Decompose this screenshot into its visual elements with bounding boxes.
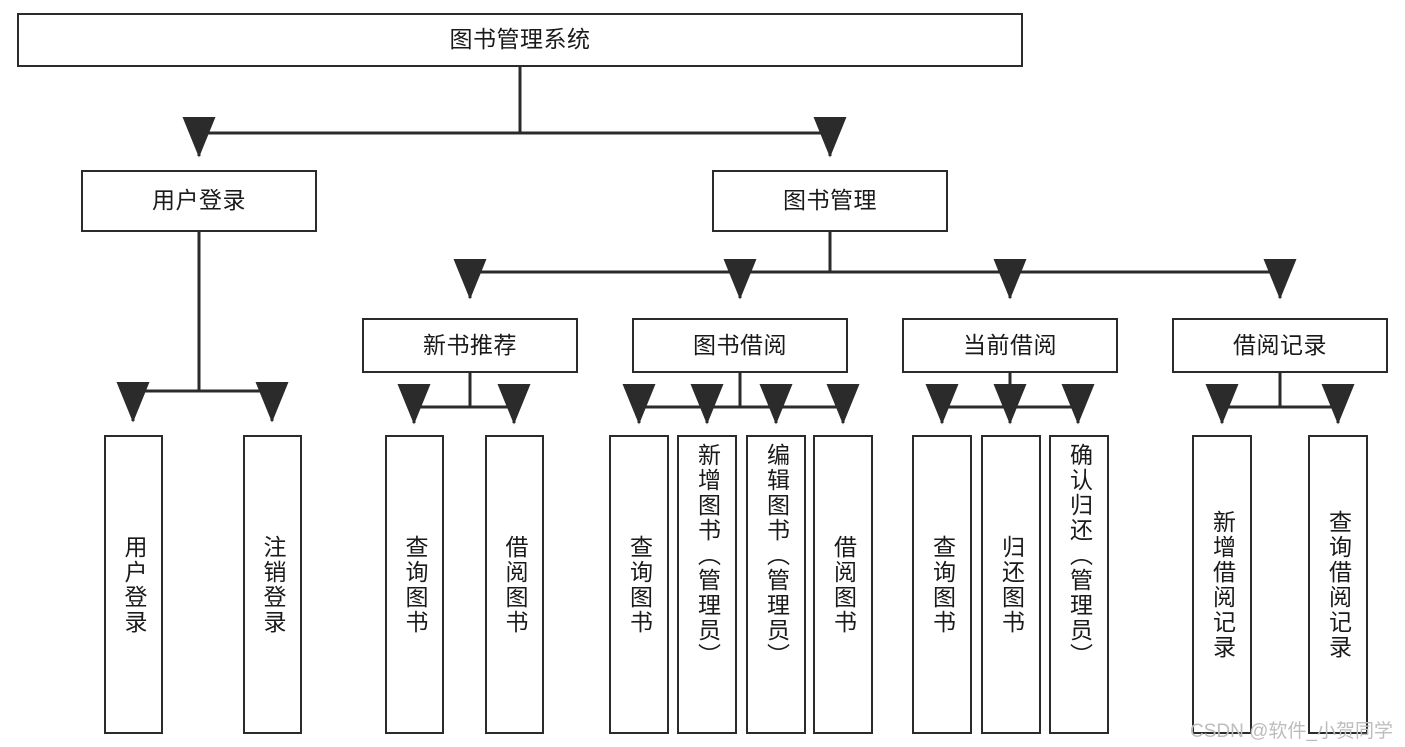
node-root[interactable]: 图书管理系统 bbox=[17, 13, 1023, 67]
node-root-label: 图书管理系统 bbox=[449, 26, 591, 53]
node-leaf-cur-return-label: 归还图书 bbox=[998, 534, 1025, 635]
node-leaf-borrow-add[interactable]: 新增图书（管理员） bbox=[677, 435, 737, 734]
node-leaf-rec-search-label: 查询借阅记录 bbox=[1325, 509, 1352, 660]
node-leaf-user-login[interactable]: 用户登录 bbox=[104, 435, 163, 734]
node-book-borrow[interactable]: 图书借阅 bbox=[632, 318, 848, 373]
node-leaf-user-logout[interactable]: 注销登录 bbox=[243, 435, 302, 734]
node-new-book-rec-label: 新书推荐 bbox=[423, 331, 517, 358]
node-leaf-cur-query-label: 查询图书 bbox=[929, 534, 956, 635]
node-borrow-record[interactable]: 借阅记录 bbox=[1172, 318, 1388, 373]
node-book-borrow-label: 图书借阅 bbox=[693, 331, 787, 358]
node-leaf-cur-confirm[interactable]: 确认归还（管理员） bbox=[1049, 435, 1109, 734]
node-leaf-cur-confirm-label: 确认归还（管理员） bbox=[1066, 443, 1093, 668]
node-leaf-borrow-edit-label: 编辑图书（管理员） bbox=[763, 443, 790, 668]
node-leaf-user-logout-label: 注销登录 bbox=[260, 534, 286, 635]
node-current-borrow[interactable]: 当前借阅 bbox=[902, 318, 1118, 373]
node-leaf-borrow-do-label: 借阅图书 bbox=[830, 534, 857, 635]
node-leaf-rec-borrow-label: 借阅图书 bbox=[502, 534, 528, 635]
node-book-manage-label: 图书管理 bbox=[783, 187, 877, 214]
node-leaf-rec-add[interactable]: 新增借阅记录 bbox=[1192, 435, 1252, 734]
node-leaf-borrow-query-label: 查询图书 bbox=[626, 534, 653, 635]
node-leaf-cur-return[interactable]: 归还图书 bbox=[981, 435, 1041, 734]
node-borrow-record-label: 借阅记录 bbox=[1233, 331, 1327, 358]
node-leaf-cur-query[interactable]: 查询图书 bbox=[912, 435, 972, 734]
node-leaf-rec-query-label: 查询图书 bbox=[402, 534, 428, 635]
csdn-watermark: CSDN @软件_小贺同学 bbox=[1190, 721, 1393, 742]
node-book-manage[interactable]: 图书管理 bbox=[712, 170, 948, 232]
node-leaf-rec-query[interactable]: 查询图书 bbox=[385, 435, 444, 734]
node-new-book-rec[interactable]: 新书推荐 bbox=[362, 318, 578, 373]
node-leaf-rec-borrow[interactable]: 借阅图书 bbox=[485, 435, 544, 734]
node-leaf-rec-add-label: 新增借阅记录 bbox=[1209, 509, 1236, 660]
node-user-login[interactable]: 用户登录 bbox=[81, 170, 317, 232]
node-leaf-user-login-label: 用户登录 bbox=[121, 534, 147, 635]
node-current-borrow-label: 当前借阅 bbox=[963, 331, 1057, 358]
node-user-login-label: 用户登录 bbox=[152, 187, 246, 214]
node-leaf-rec-search[interactable]: 查询借阅记录 bbox=[1308, 435, 1368, 734]
node-leaf-borrow-edit[interactable]: 编辑图书（管理员） bbox=[746, 435, 806, 734]
node-leaf-borrow-add-label: 新增图书（管理员） bbox=[694, 443, 721, 668]
node-leaf-borrow-do[interactable]: 借阅图书 bbox=[813, 435, 873, 734]
node-leaf-borrow-query[interactable]: 查询图书 bbox=[609, 435, 669, 734]
